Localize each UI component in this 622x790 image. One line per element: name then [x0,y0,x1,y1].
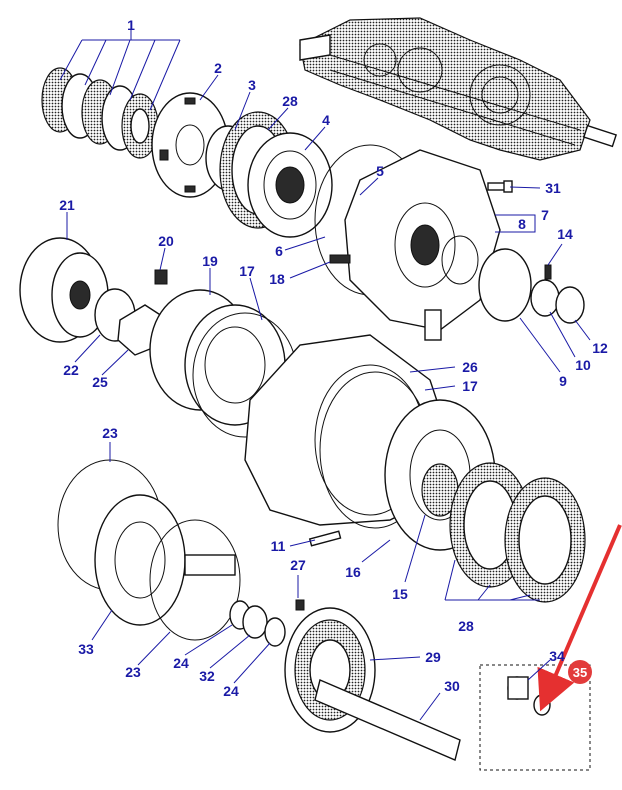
label-24-b: 24 [223,683,239,699]
part-14-bolt [544,264,552,280]
label-16: 16 [345,564,361,580]
part-32-bearing [242,605,268,639]
part-33-drum [94,494,236,626]
label-22: 22 [63,362,79,378]
gearbox-assembly-illustration [299,17,618,161]
label-32: 32 [199,668,215,684]
label-33: 33 [78,641,94,657]
label-14: 14 [557,226,573,242]
label-17-lower: 17 [462,378,478,394]
part-23-ring-lower [149,519,241,641]
label-23-upper: 23 [102,425,118,441]
part-29-30-shaft-assembly [284,607,461,761]
label-11: 11 [271,538,286,554]
part-9-flange [478,248,532,322]
label-19: 19 [202,253,218,269]
label-8: 8 [518,216,526,232]
label-17-upper: 17 [239,263,255,279]
label-24-a: 24 [173,655,189,671]
part-10-ring [530,279,560,317]
part-18-spring [329,254,351,264]
label-26: 26 [462,359,478,375]
label-3: 3 [248,77,256,93]
part-21-hub [19,237,109,343]
label-2: 2 [214,60,222,76]
label-28-top: 28 [282,93,298,109]
label-20: 20 [158,233,174,249]
label-23-lower: 23 [125,664,141,680]
part-cover-housing [314,144,501,341]
label-18: 18 [269,271,285,287]
label-10: 10 [575,357,591,373]
label-6: 6 [275,243,283,259]
svg-text:35: 35 [573,665,587,680]
label-15: 15 [392,586,408,602]
part-27-bolt [295,599,305,611]
part-11-bolt [308,530,342,547]
leader-lines [59,30,591,721]
part-31-bolt [487,180,513,193]
label-29: 29 [425,649,441,665]
label-21: 21 [59,197,75,213]
label-1: 1 [127,17,135,33]
label-5: 5 [376,163,384,179]
label-34: 34 [549,648,565,664]
label-4: 4 [322,112,330,128]
part-20-bolt [154,269,168,285]
part-4-hub-housing [247,132,333,238]
label-9: 9 [559,373,567,389]
part-12-seal [555,286,585,324]
highlight-badge: 35 [568,660,592,684]
label-31: 31 [545,180,561,196]
part-28-lower-plates [449,462,586,603]
label-30: 30 [444,678,460,694]
label-27: 27 [290,557,306,573]
part-24-ring-b [264,617,286,647]
part-1-plate-stack [41,67,159,159]
label-12: 12 [592,340,608,356]
part-labels: 1 2 3 28 4 5 31 8 7 6 21 20 19 17 18 14 … [59,17,608,699]
label-28-lower: 28 [458,618,474,634]
highlight-arrow [537,524,622,712]
label-25: 25 [92,374,108,390]
label-7: 7 [541,207,549,223]
